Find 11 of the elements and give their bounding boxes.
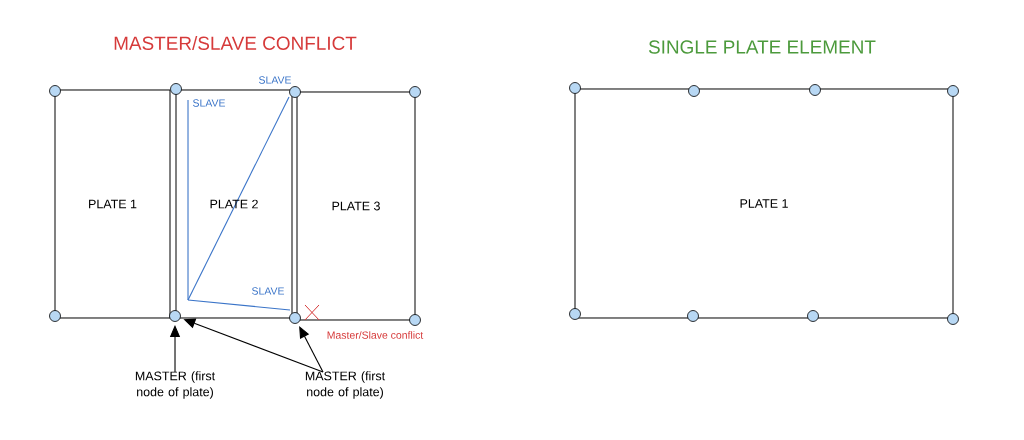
plate-box: PLATE 1 — [54, 89, 171, 319]
master-label: MASTER (first node of plate) — [305, 371, 386, 399]
plate-box: PLATE 3 — [296, 91, 416, 321]
slave-label: SLAVE — [259, 76, 291, 84]
conflict-note: Master/Slave conflict — [327, 331, 424, 339]
slave-label: SLAVE — [252, 287, 284, 295]
slave-label: SLAVE — [193, 99, 225, 107]
heading: SINGLE PLATE ELEMENT — [648, 40, 876, 54]
plate-box: PLATE 1 — [574, 88, 954, 319]
master-label: MASTER (first node of plate) — [135, 371, 216, 399]
heading: MASTER/SLAVE CONFLICT — [114, 36, 357, 50]
